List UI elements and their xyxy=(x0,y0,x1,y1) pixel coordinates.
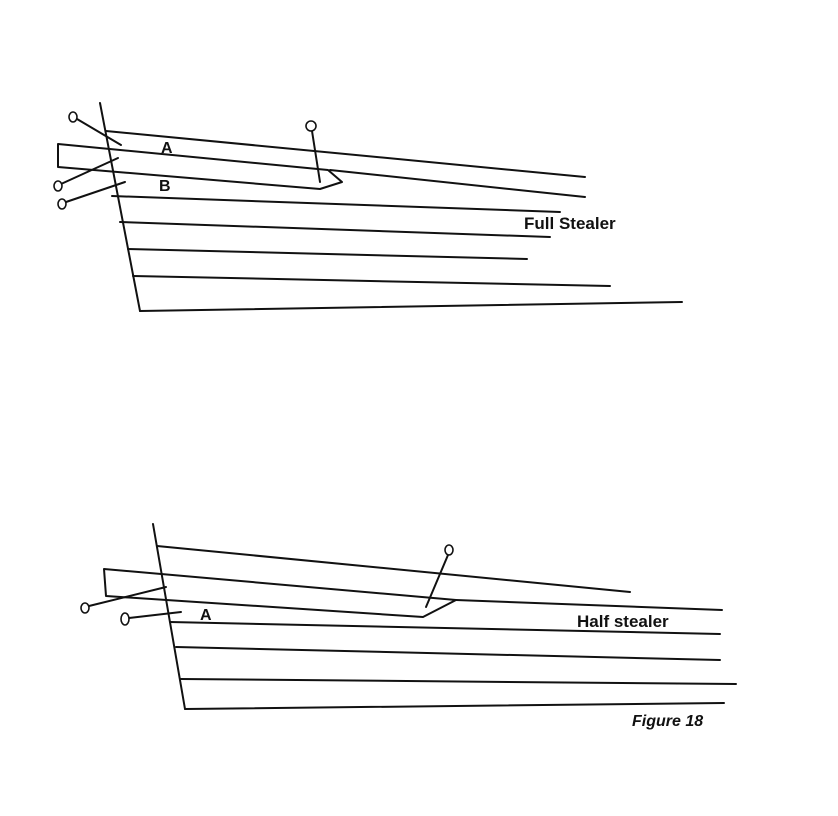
half-stealer-label-a: A xyxy=(200,607,212,624)
full-stealer-diagram: A B Full Stealer xyxy=(53,102,683,312)
half-stealer-stem xyxy=(152,523,186,710)
figure-label: Figure 18 xyxy=(632,713,703,730)
half-stealer-plank-5 xyxy=(180,678,737,685)
full-stealer-plank-6 xyxy=(132,275,611,287)
full-stealer-plank-upper-continuation xyxy=(329,169,586,198)
full-stealer-plank-4 xyxy=(119,221,551,238)
full-stealer-label-a: A xyxy=(161,140,173,157)
full-stealer-pin-mid-head xyxy=(53,180,63,192)
half-stealer-plank-bottom xyxy=(184,702,725,710)
half-stealer-pin-a-shaft xyxy=(128,611,182,619)
half-stealer-stealer-plank xyxy=(103,568,457,618)
full-stealer-pin-b-head xyxy=(57,198,67,210)
half-stealer-caption: Half stealer xyxy=(577,612,669,631)
full-stealer-label-b: B xyxy=(159,178,171,195)
full-stealer-pin-b-shaft xyxy=(65,181,126,203)
full-stealer-stealer-plank xyxy=(57,143,343,190)
full-stealer-plank-3 xyxy=(111,195,561,213)
half-stealer-plank-3 xyxy=(169,621,721,635)
full-stealer-pin-a-shaft xyxy=(76,118,122,146)
half-stealer-pin-tip-shaft xyxy=(425,554,449,608)
full-stealer-caption: Full Stealer xyxy=(524,214,616,233)
half-stealer-pin-left-head xyxy=(80,602,90,614)
full-stealer-plank-bottom xyxy=(139,301,683,312)
full-stealer-pin-mid-shaft xyxy=(60,157,119,185)
half-stealer-pin-a-head xyxy=(120,612,130,626)
half-stealer-pin-tip-head xyxy=(444,544,454,556)
half-stealer-diagram: A Half stealer xyxy=(80,523,737,710)
full-stealer-plank-5 xyxy=(127,248,528,260)
half-stealer-plank-4 xyxy=(175,646,721,661)
half-stealer-plank-upper-continuation xyxy=(455,599,723,611)
full-stealer-pin-a-head xyxy=(68,111,78,123)
full-stealer-plank-top xyxy=(105,130,586,178)
half-stealer-pin-left-shaft xyxy=(88,586,167,607)
full-stealer-pin-tip-shaft xyxy=(311,130,321,183)
half-stealer-plank-top xyxy=(156,545,631,593)
full-stealer-pin-tip-head xyxy=(305,120,317,132)
